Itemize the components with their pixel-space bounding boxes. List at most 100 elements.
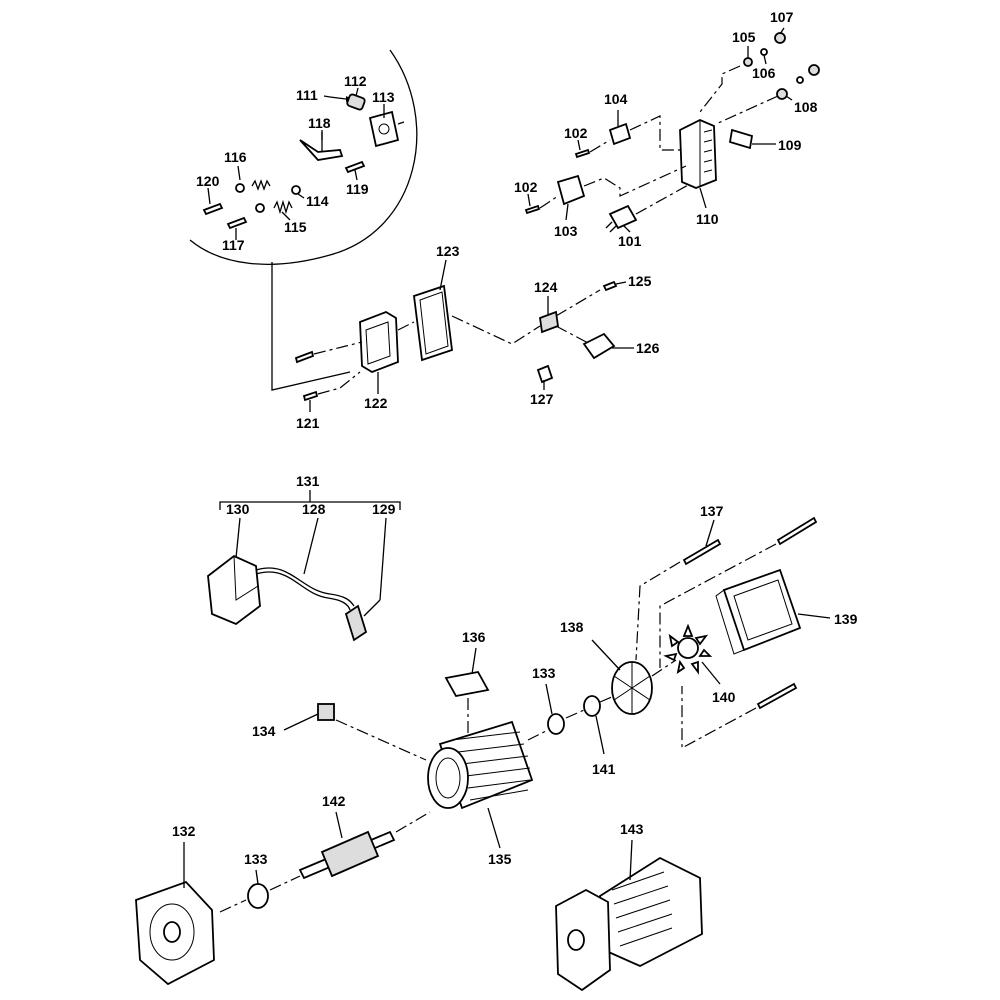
leader-116 (237, 165, 241, 181)
dash-142-motor (395, 811, 431, 833)
label-135: 135 (488, 851, 512, 867)
part-130-face (233, 555, 259, 601)
label-109: 109 (778, 137, 802, 153)
dash-133-141 (565, 709, 585, 719)
dash-141-138 (599, 695, 615, 703)
part-122-switch-housing (359, 311, 399, 373)
label-115: 115 (284, 219, 307, 235)
label-114: 114 (306, 193, 329, 209)
dash-134-motor (335, 719, 427, 761)
part-134-box (317, 703, 335, 721)
part-108-nut (776, 88, 788, 100)
leader-107 (779, 27, 785, 35)
label-106: 106 (752, 65, 776, 81)
route-103 (583, 165, 687, 197)
label-116: 116 (224, 149, 247, 165)
part-113-plate (368, 110, 400, 148)
dash-132-133 (219, 899, 247, 913)
part-115-washer (255, 203, 265, 213)
part-136-label (444, 670, 490, 698)
label-102a: 102 (564, 125, 588, 141)
label-104: 104 (604, 91, 628, 107)
leader-123 (439, 259, 447, 291)
part-116-spring (251, 179, 271, 191)
label-101: 101 (618, 233, 642, 249)
detail-circle-outline (189, 49, 418, 265)
part-101-leg-b (609, 225, 617, 233)
part-139-fan-cover (722, 568, 802, 652)
label-124: 124 (534, 279, 558, 295)
part-107-gland-2 (808, 64, 820, 76)
part-105-nut (743, 57, 753, 67)
leader-140 (701, 661, 721, 685)
label-142: 142 (322, 793, 346, 809)
label-118: 118 (308, 115, 331, 131)
part-143-motor-body (599, 856, 703, 967)
label-108: 108 (794, 99, 818, 115)
label-125: 125 (628, 273, 652, 289)
dash-138-140 (651, 659, 677, 677)
leader-130 (235, 517, 241, 559)
part-113-pin (397, 121, 405, 125)
part-107-gland (774, 32, 786, 44)
label-120: 120 (196, 173, 220, 189)
part-135-stator-bore (435, 757, 461, 799)
leader-128 (303, 517, 319, 575)
part-137-rod-a (682, 538, 722, 566)
part-137-rod-b (776, 516, 818, 546)
part-125-pin (602, 280, 618, 292)
label-132: 132 (172, 823, 196, 839)
label-102b: 102 (514, 179, 538, 195)
leader-134 (283, 713, 319, 731)
part-142-rotor (320, 830, 380, 878)
part-127-screw (536, 364, 554, 384)
part-137-rod-c (756, 682, 798, 710)
leader-133-lower (255, 869, 259, 885)
label-136: 136 (462, 629, 486, 645)
leader-120 (207, 187, 211, 205)
route-121b-122 (317, 371, 361, 395)
leader-110 (699, 187, 707, 209)
label-110: 110 (696, 211, 719, 227)
part-120-screw (202, 202, 224, 216)
leader-103 (565, 203, 569, 221)
route-121a-122 (313, 341, 363, 355)
leader-133-upper (545, 683, 553, 715)
label-129: 129 (372, 501, 396, 517)
route-102b-103 (539, 195, 559, 209)
label-143: 143 (620, 821, 644, 837)
label-123: 123 (436, 243, 460, 259)
part-128-cable-2 (255, 571, 351, 611)
label-130: 130 (226, 501, 250, 517)
leader-129 (379, 517, 387, 601)
part-114-screw (291, 185, 301, 195)
dash-motor-133 (527, 729, 549, 741)
label-141: 141 (592, 761, 616, 777)
part-143-fins (611, 871, 673, 947)
label-113: 113 (372, 89, 395, 105)
part-118-lever (299, 139, 344, 161)
route-101 (635, 183, 691, 215)
part-109-label (728, 128, 754, 150)
label-128: 128 (302, 501, 326, 517)
leader-142 (335, 811, 343, 839)
part-110-fins (703, 129, 713, 173)
leader-135 (487, 807, 501, 849)
label-133b: 133 (244, 851, 268, 867)
part-141-ring (583, 695, 601, 717)
part-115-spring (273, 199, 293, 215)
route-104 (629, 115, 680, 151)
part-112-clip (346, 93, 366, 111)
detail-leader-to-switch (271, 262, 351, 391)
label-107: 107 (770, 9, 794, 25)
label-111: 111 (296, 87, 318, 103)
part-106-washer (760, 48, 768, 56)
leader-138 (591, 639, 621, 671)
route-gland-right (715, 95, 779, 125)
leader-141 (595, 715, 605, 755)
label-117: 117 (222, 237, 245, 253)
part-101-capacitor (608, 204, 638, 230)
label-138: 138 (560, 619, 584, 635)
label-122: 122 (364, 395, 388, 411)
